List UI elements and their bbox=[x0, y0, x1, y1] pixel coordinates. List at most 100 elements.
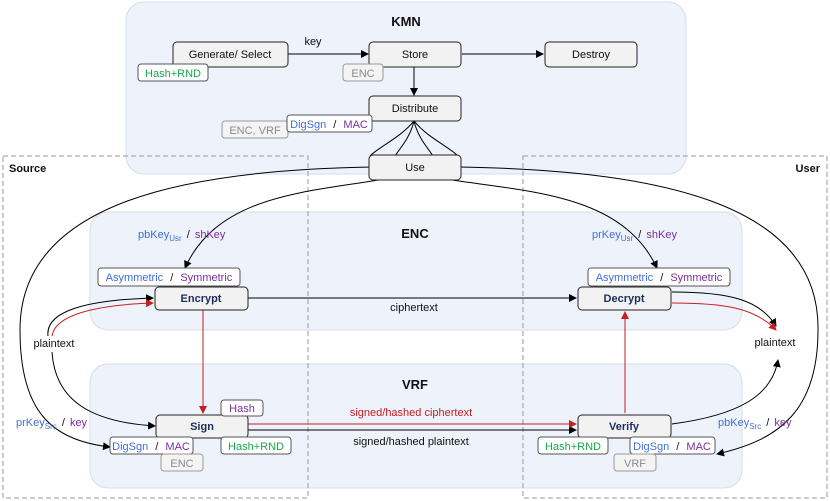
use-to-decrypt-key-curve bbox=[432, 176, 658, 269]
signed-hashed-plaintext-label: signed/hashed plaintext bbox=[353, 436, 469, 448]
prkey-text: prKey bbox=[592, 229, 621, 241]
digsgn-text: DigSgn bbox=[633, 441, 669, 453]
verify-key-label: pbKeySrc / key bbox=[718, 417, 792, 432]
destroy-label: Destroy bbox=[572, 49, 610, 61]
enc-region-title: ENC bbox=[401, 226, 429, 241]
sign-hash-rnd-tag bbox=[220, 436, 292, 455]
digsgn-text: DigSgn bbox=[290, 119, 326, 131]
sign-enc-text: ENC bbox=[170, 458, 193, 470]
use-node[interactable] bbox=[368, 154, 462, 181]
asymmetric-text: Asymmetric bbox=[596, 272, 654, 284]
ciphertext-label: ciphertext bbox=[390, 302, 438, 314]
slash-text: / bbox=[333, 119, 337, 131]
use-label: Use bbox=[405, 162, 425, 174]
source-plaintext-label: plaintext bbox=[34, 338, 75, 350]
distribute-fan-line bbox=[369, 120, 415, 157]
encrypt-algorithm-text: Asymmetric / Symmetric bbox=[106, 272, 233, 284]
symmetric-text: Symmetric bbox=[670, 272, 722, 284]
shkey-text: shKey bbox=[646, 229, 677, 241]
plaintext-to-encrypt-red-arrow bbox=[51, 299, 154, 337]
shkey-text: shKey bbox=[195, 229, 226, 241]
generate-hash-rnd-text: Hash+RND bbox=[145, 68, 201, 80]
decrypt-to-plaintext-arrow bbox=[671, 291, 777, 327]
verify-digsgn-mac-tag bbox=[629, 436, 716, 455]
use-to-verify-key-curve bbox=[457, 166, 819, 457]
decrypt-to-plaintext-red-arrow bbox=[671, 302, 777, 331]
slash-text: / bbox=[660, 272, 664, 284]
slash-text: / bbox=[638, 229, 642, 241]
src-subscript: Src bbox=[749, 422, 761, 431]
sign-hash-rnd-text: Hash+RND bbox=[228, 441, 284, 453]
user-region-title: User bbox=[796, 163, 821, 175]
plaintext-to-sign-arrow bbox=[51, 351, 156, 430]
usr-subscript: Usr bbox=[169, 234, 182, 243]
slash-text: / bbox=[766, 417, 770, 429]
key-text: key bbox=[774, 417, 792, 429]
sign-hash-text: Hash bbox=[229, 403, 255, 415]
sign-label: Sign bbox=[190, 421, 214, 433]
encrypt-node[interactable] bbox=[154, 286, 249, 311]
generate-select-node[interactable] bbox=[172, 41, 289, 68]
asymmetric-text: Asymmetric bbox=[106, 272, 164, 284]
sign-digsgn-mac-tag bbox=[109, 436, 194, 455]
key-edge-label: key bbox=[304, 36, 322, 48]
user-region bbox=[522, 155, 828, 499]
store-label: Store bbox=[402, 49, 428, 61]
decrypt-key-label: prKeyUsr / shKey bbox=[592, 229, 677, 244]
encrypt-label: Encrypt bbox=[181, 293, 222, 305]
verify-to-plaintext-arrow bbox=[671, 359, 781, 425]
distribute-label: Distribute bbox=[392, 103, 438, 115]
mac-text: MAC bbox=[343, 119, 368, 131]
slash-text: / bbox=[187, 229, 191, 241]
mac-text: MAC bbox=[686, 441, 711, 453]
kmn-region-title: KMN bbox=[391, 14, 421, 29]
key-text: key bbox=[70, 417, 88, 429]
verify-node[interactable] bbox=[577, 414, 672, 439]
generate-select-label: Generate/ Select bbox=[189, 49, 272, 61]
decrypt-label: Decrypt bbox=[604, 293, 645, 305]
usr-subscript: Usr bbox=[621, 234, 634, 243]
source-region bbox=[2, 155, 309, 499]
destroy-node[interactable] bbox=[544, 41, 638, 68]
store-enc-tag bbox=[342, 63, 384, 82]
slash-text: / bbox=[62, 417, 66, 429]
slash-text: / bbox=[155, 441, 159, 453]
distribute-fan-line bbox=[394, 120, 415, 157]
vrf-region bbox=[89, 363, 743, 489]
verify-vrf-text: VRF bbox=[624, 458, 646, 470]
src-subscript: Src bbox=[45, 422, 57, 431]
verify-digsgn-mac-text: DigSgn / MAC bbox=[633, 441, 711, 453]
distribute-digsgn-mac-tag bbox=[286, 114, 373, 133]
use-to-encrypt-key-curve bbox=[184, 176, 396, 269]
verify-label: Verify bbox=[609, 421, 640, 433]
sign-enc-tag bbox=[160, 453, 204, 472]
decrypt-node[interactable] bbox=[577, 286, 672, 311]
vrf-region-title: VRF bbox=[402, 377, 428, 392]
sign-node[interactable] bbox=[155, 414, 249, 439]
decrypt-algorithm-tag bbox=[587, 267, 731, 287]
sign-key-label: prKeySrc / key bbox=[16, 417, 88, 432]
decrypt-algorithm-text: Asymmetric / Symmetric bbox=[596, 272, 723, 284]
distribute-fan-line bbox=[413, 120, 434, 157]
prkey-text: prKey bbox=[16, 417, 45, 429]
verify-vrf-tag bbox=[613, 453, 657, 472]
sign-hash-tag bbox=[220, 399, 264, 417]
source-region-title: Source bbox=[9, 163, 46, 175]
store-node[interactable] bbox=[368, 41, 462, 68]
encrypt-algorithm-tag bbox=[97, 267, 241, 287]
plaintext-to-encrypt-arrow bbox=[47, 294, 154, 337]
mac-text: MAC bbox=[165, 441, 190, 453]
pbkey-text: pbKey bbox=[718, 417, 750, 429]
sign-digsgn-mac-text: DigSgn / MAC bbox=[112, 441, 190, 453]
distribute-node[interactable] bbox=[368, 95, 462, 122]
verify-hash-rnd-text: Hash+RND bbox=[545, 441, 601, 453]
distribute-digsgn-mac-text: DigSgn / MAC bbox=[290, 119, 368, 131]
digsgn-text: DigSgn bbox=[112, 441, 148, 453]
signed-hashed-ciphertext-label: signed/hashed ciphertext bbox=[350, 407, 472, 419]
generate-hash-rnd-tag bbox=[137, 63, 209, 82]
verify-hash-rnd-tag bbox=[537, 436, 609, 455]
pbkey-text: pbKey bbox=[138, 229, 170, 241]
user-plaintext-label: plaintext bbox=[755, 337, 796, 349]
slash-text: / bbox=[170, 272, 174, 284]
